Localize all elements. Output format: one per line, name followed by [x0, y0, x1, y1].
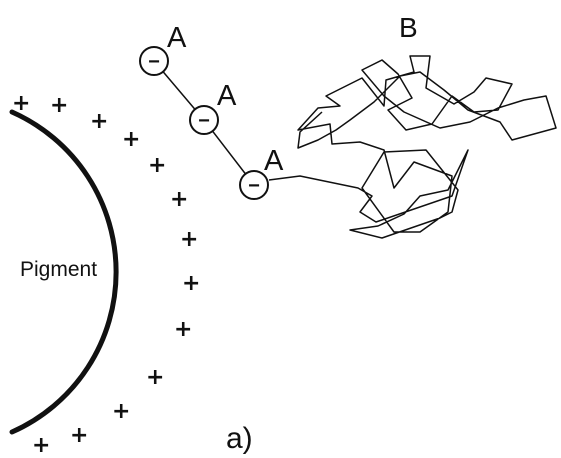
- anchor-circle: [189, 105, 219, 135]
- pigment-surface-arc: [9, 109, 119, 435]
- surface-charge: +: [170, 187, 188, 212]
- surface-charge: +: [12, 91, 30, 116]
- polymer-chain-b: [268, 55, 557, 239]
- anchor-label: A: [217, 80, 237, 112]
- surface-charge: +: [70, 423, 88, 448]
- pigment-label: Pigment: [20, 258, 97, 281]
- surface-charge: +: [90, 109, 108, 134]
- surface-charge: +: [50, 93, 68, 118]
- panel-label: a): [226, 422, 253, 455]
- surface-charge: +: [174, 317, 192, 342]
- surface-charge: +: [112, 399, 130, 424]
- anchor-charge: −: [248, 175, 260, 197]
- surface-charge: +: [148, 153, 166, 178]
- surface-charge: +: [182, 271, 200, 296]
- anchor-group-2: − A: [189, 80, 237, 135]
- anchor-circle: [239, 170, 269, 200]
- surface-charge: +: [32, 433, 50, 458]
- anchor-group-3: − A: [239, 145, 284, 200]
- surface-charge: +: [146, 365, 164, 390]
- surface-charges: + + + + + + + + + + + + +: [12, 91, 200, 458]
- anchor-charge: −: [148, 51, 160, 73]
- surface-charge: +: [122, 127, 140, 152]
- chain-label: B: [399, 12, 418, 43]
- surface-charge: +: [180, 227, 198, 252]
- anchor-label: A: [167, 22, 187, 54]
- anchor-group-1: − A: [139, 22, 187, 76]
- anchor-charge: −: [198, 110, 210, 132]
- anchor-circle: [139, 46, 169, 76]
- anchor-label: A: [264, 145, 284, 177]
